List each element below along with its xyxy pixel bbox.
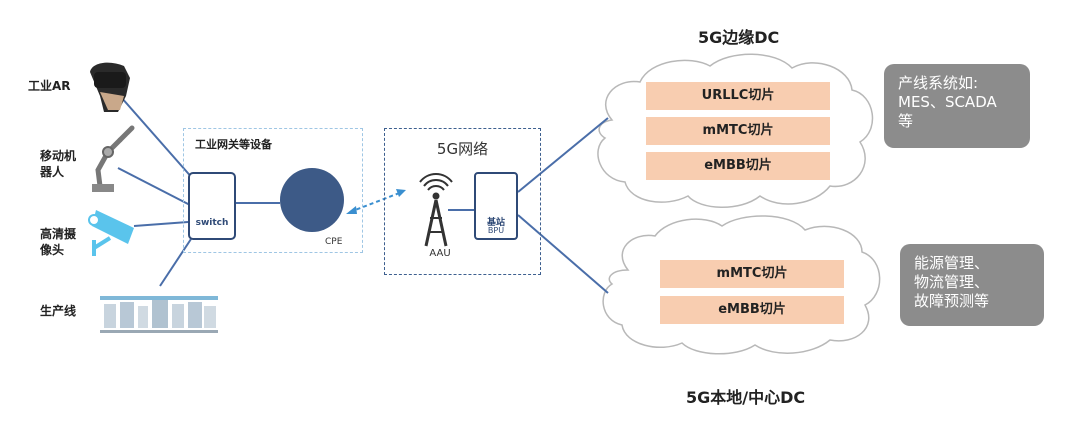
cpe-label: CPE [325,237,343,247]
local-dc-cloud [602,215,881,355]
edge-dc-note: 产线系统如: MES、SCADA 等 [884,64,1030,148]
wireless-arrow-right [396,189,406,197]
local-slice-embb: eMBB切片 [660,296,844,324]
device-label-robot: 移动机器人 [40,149,77,179]
device-label-ar: 工业AR [28,79,71,93]
robot-arm-icon [92,125,135,192]
edge-slice-mmtc: mMTC切片 [646,117,830,145]
bbu-node [474,172,518,240]
5g-network-group [384,128,541,275]
local-slice-mmtc: mMTC切片 [660,260,844,288]
edge-note-line-2: MES、SCADA [898,93,997,111]
wireless-link [349,191,403,213]
local-note-line-1: 能源管理、 [914,254,990,272]
gateway-group [183,128,363,253]
link-ar-switch [112,87,195,181]
link-bbu-edge-dc [517,117,609,193]
cpe-node [280,168,344,232]
edge-dc-title: 5G边缘DC [698,28,780,47]
edge-note-line-1: 产线系统如: [898,74,979,92]
camera-icon [88,210,134,256]
vr-headset-icon [90,62,130,112]
local-note-line-2: 物流管理、 [914,273,990,291]
link-robot-switch [117,167,191,206]
production-line-icon [100,296,218,333]
wireless-arrow-left [346,206,357,214]
bbu-label-2: BPU [487,226,505,235]
link-line-switch [159,235,194,287]
local-dc-title: 5G本地/中心DC [686,388,806,407]
local-note-line-3: 故障预测等 [914,292,990,310]
antenna-tower-icon [419,173,453,247]
gateway-title: 工业网关等设备 [195,138,272,151]
aau-label: AAU [429,248,451,259]
edge-slice-urllc: URLLC切片 [646,82,830,110]
5g-network-title: 5G网络 [436,140,489,158]
switch-node [188,172,236,240]
edge-slice-embb: eMBB切片 [646,152,830,180]
link-camera-switch [133,221,189,227]
device-label-camera: 高清摄像头 [40,227,77,257]
bbu-label-1: 基站 [486,218,505,228]
edge-dc-cloud [597,53,874,208]
link-bbu-local-dc [517,214,609,294]
edge-note-line-3: 等 [898,112,914,130]
device-label-production-line: 生产线 [40,304,77,318]
local-dc-note: 能源管理、 物流管理、 故障预测等 [900,244,1044,326]
switch-label: switch [195,218,229,228]
